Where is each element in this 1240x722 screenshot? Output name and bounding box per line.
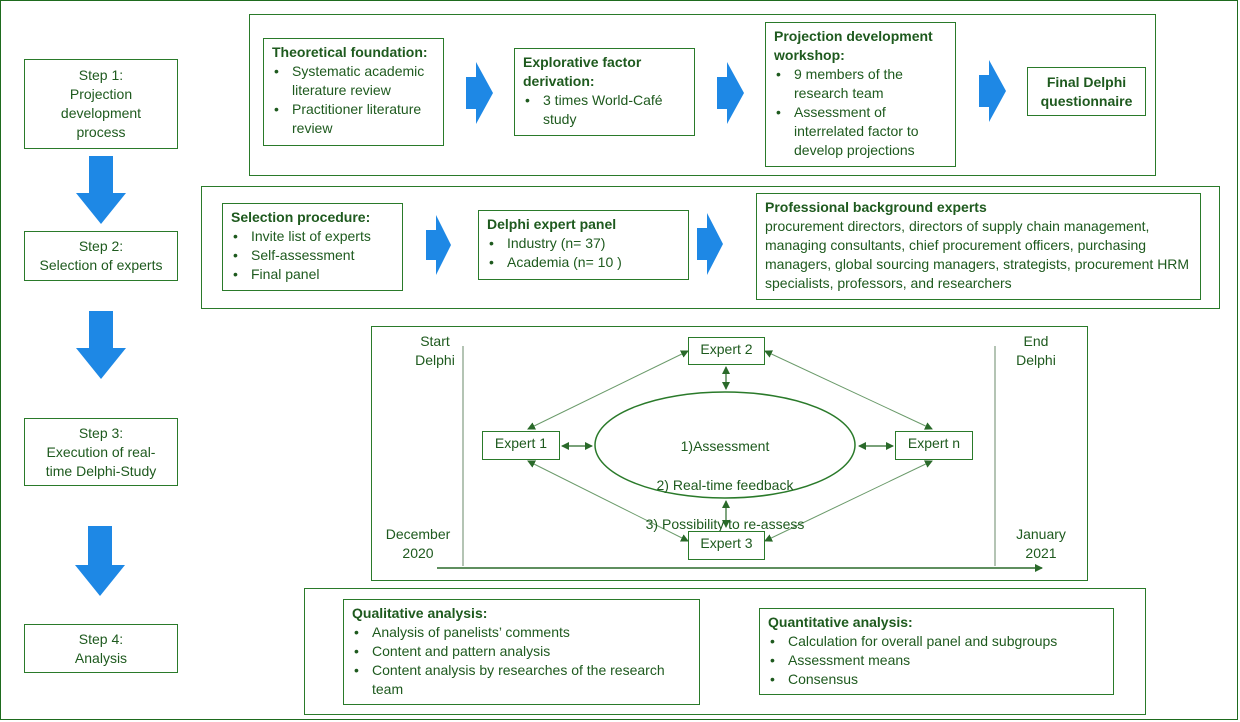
final-questionnaire-title: Final Delphi questionnaire <box>1040 73 1133 109</box>
step-1-box: Step 1: Projection development process <box>24 59 178 149</box>
qualitative-box: Qualitative analysis: Analysis of paneli… <box>343 599 700 705</box>
expert-n-box: Expert n <box>895 431 973 460</box>
expert-n-label: Expert n <box>907 435 961 451</box>
explorative-list: 3 times World-Café study <box>523 91 686 129</box>
quantitative-box: Quantitative analysis: Calculation for o… <box>759 608 1114 695</box>
start-date-label: December 2020 <box>385 526 451 561</box>
expert-panel-title: Delphi expert panel <box>487 216 617 232</box>
end-date-label: January 2021 <box>1016 526 1066 561</box>
list-item: Industry (n= 37) <box>489 234 680 253</box>
list-item: Consensus <box>770 670 1105 689</box>
ellipse-text: 1)Assessment 2) Real-time feedback 3) Po… <box>615 417 835 554</box>
expert-1-box: Expert 1 <box>482 431 560 460</box>
step-2-box: Step 2: Selection of experts <box>24 231 178 281</box>
expert-2-label: Expert 2 <box>700 341 753 357</box>
selection-list: Invite list of experts Self-assessment F… <box>231 227 394 284</box>
workshop-title: Projection development workshop: <box>774 28 933 63</box>
workshop-box: Projection development workshop: 9 membe… <box>765 22 956 167</box>
expert-3-box: Expert 3 <box>688 531 765 560</box>
expert-panel-box: Delphi expert panel Industry (n= 37) Aca… <box>478 210 689 280</box>
expert-2-box: Expert 2 <box>688 337 765 365</box>
list-item: Content and pattern analysis <box>354 642 691 661</box>
expert-panel-list: Industry (n= 37) Academia (n= 10 ) <box>487 234 680 272</box>
list-item: 3 times World-Café study <box>525 91 686 129</box>
workshop-list: 9 members of the research team Assessmen… <box>774 65 947 160</box>
explorative-title: Explorative factor derivation: <box>523 54 642 89</box>
selection-title: Selection procedure: <box>231 209 371 225</box>
explorative-factor-box: Explorative factor derivation: 3 times W… <box>514 48 695 136</box>
expert-3-label: Expert 3 <box>700 535 753 551</box>
list-item: Content analysis by researches of the re… <box>354 661 691 699</box>
list-item: Invite list of experts <box>233 227 394 246</box>
theoretical-list: Systematic academic literature review Pr… <box>272 62 435 138</box>
theoretical-title: Theoretical foundation: <box>272 44 428 60</box>
list-item: Systematic academic literature review <box>274 62 435 100</box>
step-1-label: Step 1: Projection development process <box>60 67 142 140</box>
background-title: Professional background experts <box>765 199 987 215</box>
ellipse-line-2: 2) Real-time feedback <box>656 476 794 493</box>
ellipse-line-1: 1)Assessment <box>680 437 770 454</box>
background-text: procurement directors, directors of supp… <box>765 218 1190 291</box>
selection-procedure-box: Selection procedure: Invite list of expe… <box>222 203 403 291</box>
list-item: Assessment means <box>770 651 1105 670</box>
list-item: 9 members of the research team <box>776 65 947 103</box>
step-3-label: Step 3: Execution of real- time Delphi-S… <box>45 424 157 479</box>
step-4-box: Step 4: Analysis <box>24 624 178 673</box>
end-delphi-label: End Delphi <box>1016 333 1056 368</box>
expert-1-label: Expert 1 <box>494 435 548 451</box>
background-box: Professional background experts procurem… <box>756 193 1201 300</box>
step-2-label: Step 2: Selection of experts <box>39 238 163 273</box>
qualitative-list: Analysis of panelists’ comments Content … <box>352 623 691 699</box>
list-item: Academia (n= 10 ) <box>489 253 680 272</box>
list-item: Calculation for overall panel and subgro… <box>770 632 1105 651</box>
start-delphi-label: Start Delphi <box>415 333 455 368</box>
ellipse-line-3: 3) Possibility to re-assess <box>645 515 805 532</box>
quantitative-title: Quantitative analysis: <box>768 614 913 630</box>
list-item: Final panel <box>233 265 394 284</box>
quantitative-list: Calculation for overall panel and subgro… <box>768 632 1105 689</box>
list-item: Practitioner literature review <box>274 100 435 138</box>
list-item: Analysis of panelists’ comments <box>354 623 691 642</box>
theoretical-foundation-box: Theoretical foundation: Systematic acade… <box>263 38 444 146</box>
list-item: Assessment of interrelated factor to dev… <box>776 103 947 160</box>
list-item: Self-assessment <box>233 246 394 265</box>
step-3-box: Step 3: Execution of real- time Delphi-S… <box>24 418 178 486</box>
qualitative-title: Qualitative analysis: <box>352 605 488 621</box>
step-4-label: Step 4: Analysis <box>74 630 128 666</box>
final-questionnaire-box: Final Delphi questionnaire <box>1027 67 1146 116</box>
